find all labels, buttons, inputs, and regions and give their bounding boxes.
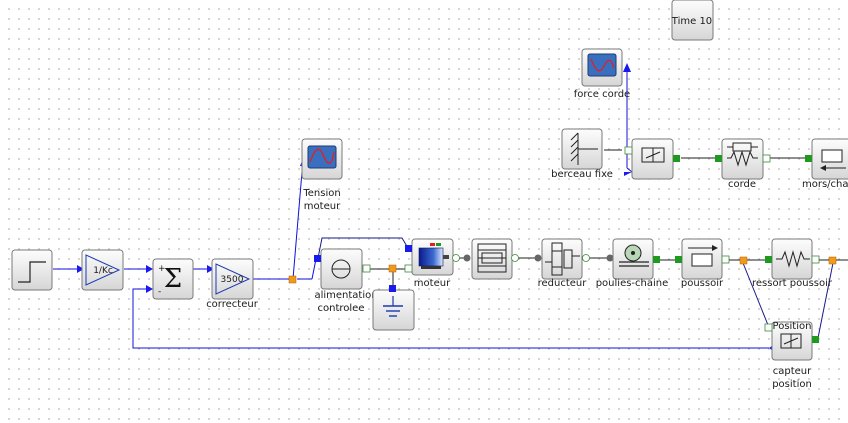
position-sensor-icon xyxy=(780,333,802,349)
alim-label-2: controlee xyxy=(318,303,365,314)
sum-block[interactable]: Σ + - xyxy=(152,258,194,300)
gain-triangle-icon xyxy=(215,263,251,295)
gear-reducer-icon xyxy=(545,242,580,276)
berceau-label: berceau fixe xyxy=(551,169,613,180)
poulies-label: poulies-chaine xyxy=(596,278,669,289)
gain-triangle-icon xyxy=(85,254,121,286)
mors-label: mors/cha xyxy=(802,179,848,190)
tension-label-2: moteur xyxy=(304,201,341,212)
force-sensor-block[interactable] xyxy=(624,138,680,180)
poussoir-block[interactable]: poussoir xyxy=(675,238,730,289)
reducteur-label: reducteur xyxy=(538,278,588,289)
capteur-label-2: position xyxy=(772,379,812,390)
time-label: Time 10 xyxy=(671,16,712,27)
scope-wave-icon xyxy=(590,58,615,72)
force-sensor-icon xyxy=(641,147,665,163)
reducteur-block[interactable]: reducteur xyxy=(538,238,590,289)
links xyxy=(53,63,848,353)
translational-split-point xyxy=(739,256,748,265)
rotational-port xyxy=(534,254,542,262)
sum-plus-label: + xyxy=(158,264,166,274)
tension-label-1: Tension xyxy=(302,188,340,199)
poussoir-label: poussoir xyxy=(681,278,724,289)
pulley-icon xyxy=(619,244,649,267)
split-point xyxy=(288,275,297,284)
capteur-tag: Position xyxy=(773,321,812,332)
time-block[interactable]: Time 10 xyxy=(671,0,714,41)
mors-chariot-block[interactable]: mors/cha xyxy=(802,138,848,190)
alim-label-1: alimentation xyxy=(314,290,377,301)
sum-minus-label: - xyxy=(158,287,161,297)
fixed-support-icon xyxy=(570,132,598,165)
kc-label: 1/Kc xyxy=(93,266,113,276)
motor-icon xyxy=(418,247,444,267)
spring-icon xyxy=(776,250,810,268)
sigma-icon: Σ xyxy=(164,264,182,294)
electric-split-point xyxy=(388,264,397,273)
translational-split-point xyxy=(828,256,837,265)
poulies-chaine-block[interactable]: poulies-chaine xyxy=(596,238,669,289)
alimentation-block[interactable]: alimentation controlee xyxy=(314,248,378,314)
correcteur-label: correcteur xyxy=(206,299,259,310)
capteur-position-block[interactable]: Position capteur position xyxy=(764,321,819,390)
rotational-port xyxy=(606,254,614,262)
berceau-fixe-block[interactable]: berceau fixe xyxy=(551,128,613,180)
spring-damper-icon xyxy=(727,142,758,167)
tension-scope-block[interactable]: Tension moteur xyxy=(301,138,343,212)
correcteur-gain-block[interactable]: 3500 correcteur xyxy=(206,258,259,310)
ground-block[interactable] xyxy=(372,285,415,331)
force-corde-scope-block[interactable]: force corde xyxy=(574,48,630,100)
force-corde-label: force corde xyxy=(574,89,630,100)
scope-wave-icon xyxy=(309,148,335,164)
capteur-label-1: capteur xyxy=(773,366,812,377)
corde-block[interactable]: corde xyxy=(715,138,771,190)
moteur-block[interactable]: moteur xyxy=(404,238,460,289)
rotational-coupling-block[interactable] xyxy=(471,238,519,280)
kc-gain-block[interactable]: 1/Kc xyxy=(81,249,124,291)
step-icon xyxy=(18,261,46,283)
rotational-port xyxy=(463,254,471,262)
mass-icon xyxy=(820,149,846,171)
corde-label: corde xyxy=(728,179,756,190)
mass-icon xyxy=(688,245,718,267)
moteur-label: moteur xyxy=(414,278,451,289)
ressort-label: ressort poussoir xyxy=(752,278,833,289)
step-source-block[interactable] xyxy=(11,249,53,291)
correcteur-value: 3500 xyxy=(221,275,244,285)
ressort-poussoir-block[interactable]: ressort poussoir xyxy=(752,238,833,289)
